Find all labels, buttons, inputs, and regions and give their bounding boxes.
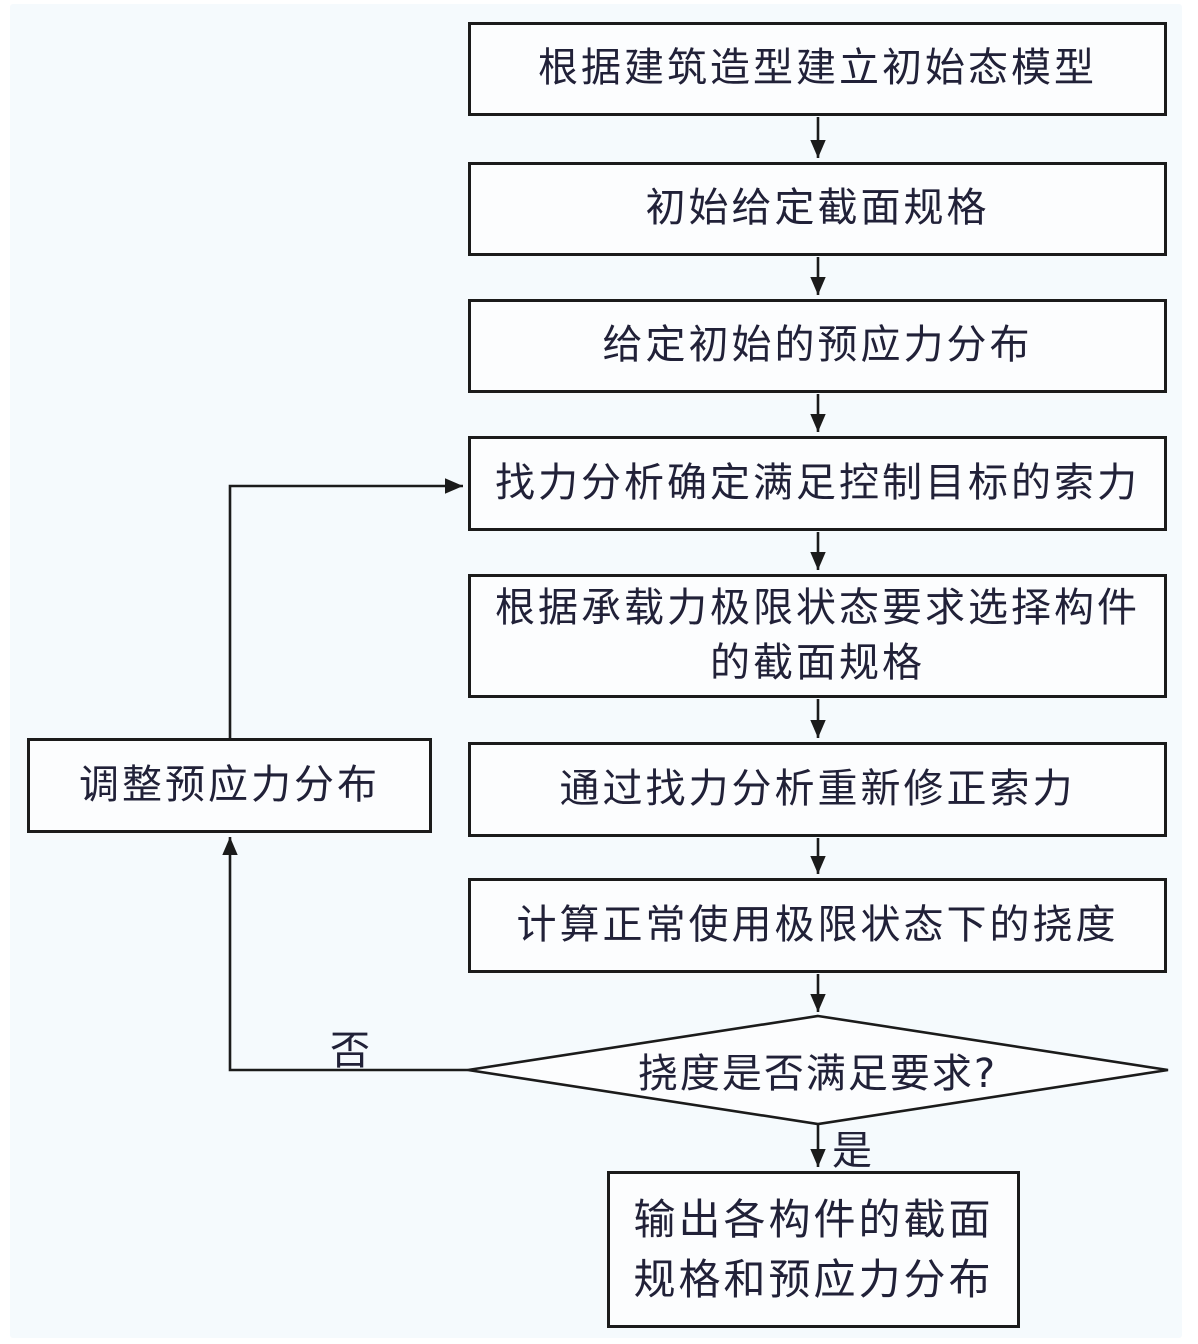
- flow-node-label: 根据建筑造型建立初始态模型: [538, 45, 1097, 92]
- flow-node-label: 找力分析确定满足控制目标的索力: [495, 459, 1140, 506]
- flow-node-label: 输出各构件的截面 规格和预应力分布: [633, 1194, 994, 1304]
- flow-node-select-member-section: 根据承载力极限状态要求选择构件 的截面规格: [468, 574, 1167, 698]
- flow-node-adjust-prestress: 调整预应力分布: [27, 738, 432, 833]
- edge-label-yes: 是: [832, 1128, 872, 1174]
- edge-label-no: 否: [330, 1028, 370, 1074]
- flow-node-calc-deflection: 计算正常使用极限状态下的挠度: [468, 878, 1167, 973]
- flow-node-label: 调整预应力分布: [79, 761, 380, 808]
- flow-node-initial-prestress: 给定初始的预应力分布: [468, 299, 1167, 393]
- flow-node-build-initial-model: 根据建筑造型建立初始态模型: [468, 22, 1167, 116]
- flow-node-label: 根据承载力极限状态要求选择构件 的截面规格: [495, 584, 1140, 686]
- flow-node-deflection-check: 挠度是否满足要求?: [468, 1042, 1167, 1098]
- flow-node-label: 初始给定截面规格: [645, 185, 990, 232]
- flow-node-label: 通过找力分析重新修正索力: [559, 765, 1076, 812]
- flow-node-revise-cable-force: 通过找力分析重新修正索力: [468, 742, 1167, 837]
- flow-node-label: 挠度是否满足要求?: [637, 1051, 998, 1097]
- flow-node-label: 计算正常使用极限状态下的挠度: [516, 901, 1119, 948]
- flow-node-label: 给定初始的预应力分布: [602, 322, 1033, 369]
- edge-decision-no-loop: [222, 837, 468, 1072]
- flow-node-initial-section-spec: 初始给定截面规格: [468, 162, 1167, 256]
- edge-adjust-to-forcefind: [228, 478, 463, 738]
- flow-node-force-finding-analysis: 找力分析确定满足控制目标的索力: [468, 436, 1167, 531]
- flow-node-output-result: 输出各构件的截面 规格和预应力分布: [607, 1171, 1020, 1328]
- decision-diamond-shape: [467, 1014, 1169, 1126]
